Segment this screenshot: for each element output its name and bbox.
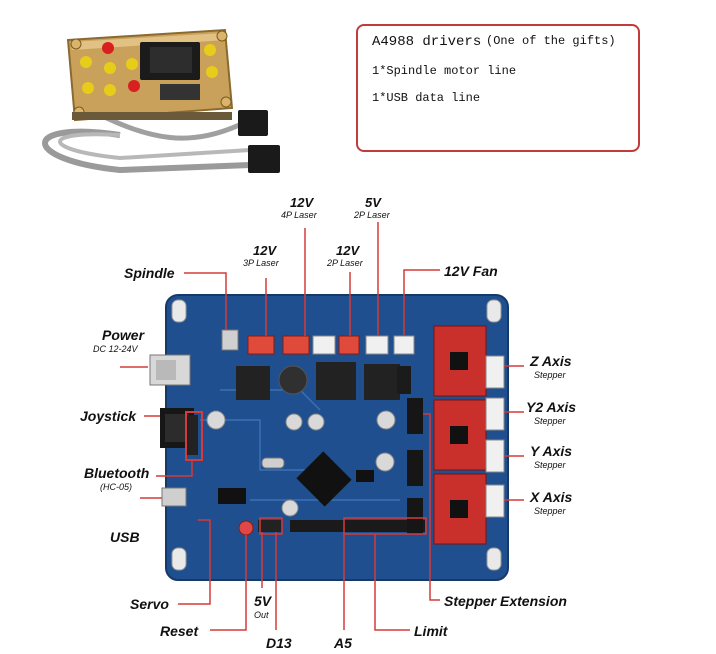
y-axis-label: Y Axis	[530, 443, 573, 459]
servo-label: Servo	[130, 596, 169, 612]
z-axis-stepper: Stepper	[534, 370, 566, 380]
laser-3p-voltage: 12V	[253, 243, 277, 258]
y2-axis-stepper: Stepper	[534, 416, 566, 426]
five-v-out-label: 5V	[254, 593, 272, 609]
y-axis-stepper: Stepper	[534, 460, 566, 470]
stepper-extension-header	[407, 498, 423, 534]
a5-label: A5	[334, 635, 352, 651]
controller-button	[128, 80, 140, 92]
x-motor-connector	[485, 484, 505, 518]
reset-button	[238, 520, 254, 536]
cnc-board	[149, 294, 509, 581]
stepper-extension-label: Stepper Extension	[444, 593, 567, 609]
spindle-label: Spindle	[124, 265, 175, 281]
inductor	[278, 365, 308, 395]
controller-button	[80, 56, 92, 68]
laser-3p-name: 3P Laser	[243, 258, 279, 268]
stepper-extension-header	[407, 398, 423, 434]
offline-controller-photo	[42, 28, 280, 174]
bluetooth-header	[186, 415, 198, 455]
laser-4p-name: 4P Laser	[281, 210, 317, 220]
bluetooth-sub-label: (HC-05)	[100, 482, 133, 492]
controller-button	[102, 42, 114, 54]
joystick-label: Joystick	[80, 408, 137, 424]
cable-connector	[248, 145, 280, 173]
out-sub-label: Out	[254, 610, 269, 620]
fan-connector	[393, 335, 415, 355]
gift-title: A4988 drivers	[372, 34, 482, 50]
header-connector	[160, 84, 200, 100]
power-sub-label: DC 12-24V	[93, 344, 138, 354]
laser-3p-connector	[247, 335, 275, 355]
gift-title-note: (One of the gifts)	[486, 34, 616, 48]
laser-2p-5v-connector	[365, 335, 389, 355]
laser-2p-12v-voltage: 12V	[336, 243, 360, 258]
controller-button	[104, 84, 116, 96]
y2-axis-label: Y2 Axis	[526, 399, 577, 415]
gift-line-spindle: 1*Spindle motor line	[372, 64, 517, 78]
fan-label: 12V Fan	[444, 263, 498, 279]
controller-button	[206, 66, 218, 78]
d13-label: D13	[266, 635, 292, 651]
laser-2p-5v-name: 2P Laser	[354, 210, 390, 220]
laser-2p-12v-name: 2P Laser	[327, 258, 363, 268]
gift-box	[356, 24, 640, 152]
usb-label: USB	[110, 529, 140, 545]
mosfet	[364, 364, 400, 400]
gift-line-usb: 1*USB data line	[372, 91, 481, 105]
laser-4p-connector	[282, 335, 310, 355]
limit-label: Limit	[414, 623, 448, 639]
x-axis-label: X Axis	[530, 489, 573, 505]
io-header	[290, 520, 360, 532]
laser-4p-voltage: 12V	[290, 195, 314, 210]
reset-label: Reset	[160, 623, 199, 639]
mosfet	[316, 362, 356, 400]
z-motor-connector	[485, 355, 505, 389]
x-axis-stepper: Stepper	[534, 506, 566, 516]
laser-2p-12v-connector	[338, 335, 360, 355]
controller-button	[104, 62, 116, 74]
spindle-connector	[221, 329, 239, 351]
controller-button	[82, 82, 94, 94]
power-label: Power	[102, 327, 145, 343]
usb-port	[161, 487, 187, 507]
z-axis-label: Z Axis	[530, 353, 572, 369]
y-motor-connector	[485, 439, 505, 473]
controller-button	[126, 58, 138, 70]
controller-button	[204, 44, 216, 56]
pointer-lines	[120, 222, 524, 631]
cable-connector	[238, 110, 268, 136]
mcu-chip	[296, 451, 352, 507]
bluetooth-label: Bluetooth	[84, 465, 150, 481]
y2-motor-connector	[485, 397, 505, 431]
laser-4p-connector-b	[312, 335, 336, 355]
regulator	[236, 366, 270, 400]
stepper-extension-header	[407, 450, 423, 486]
laser-2p-5v-voltage: 5V	[365, 195, 381, 210]
limit-header	[345, 520, 425, 532]
